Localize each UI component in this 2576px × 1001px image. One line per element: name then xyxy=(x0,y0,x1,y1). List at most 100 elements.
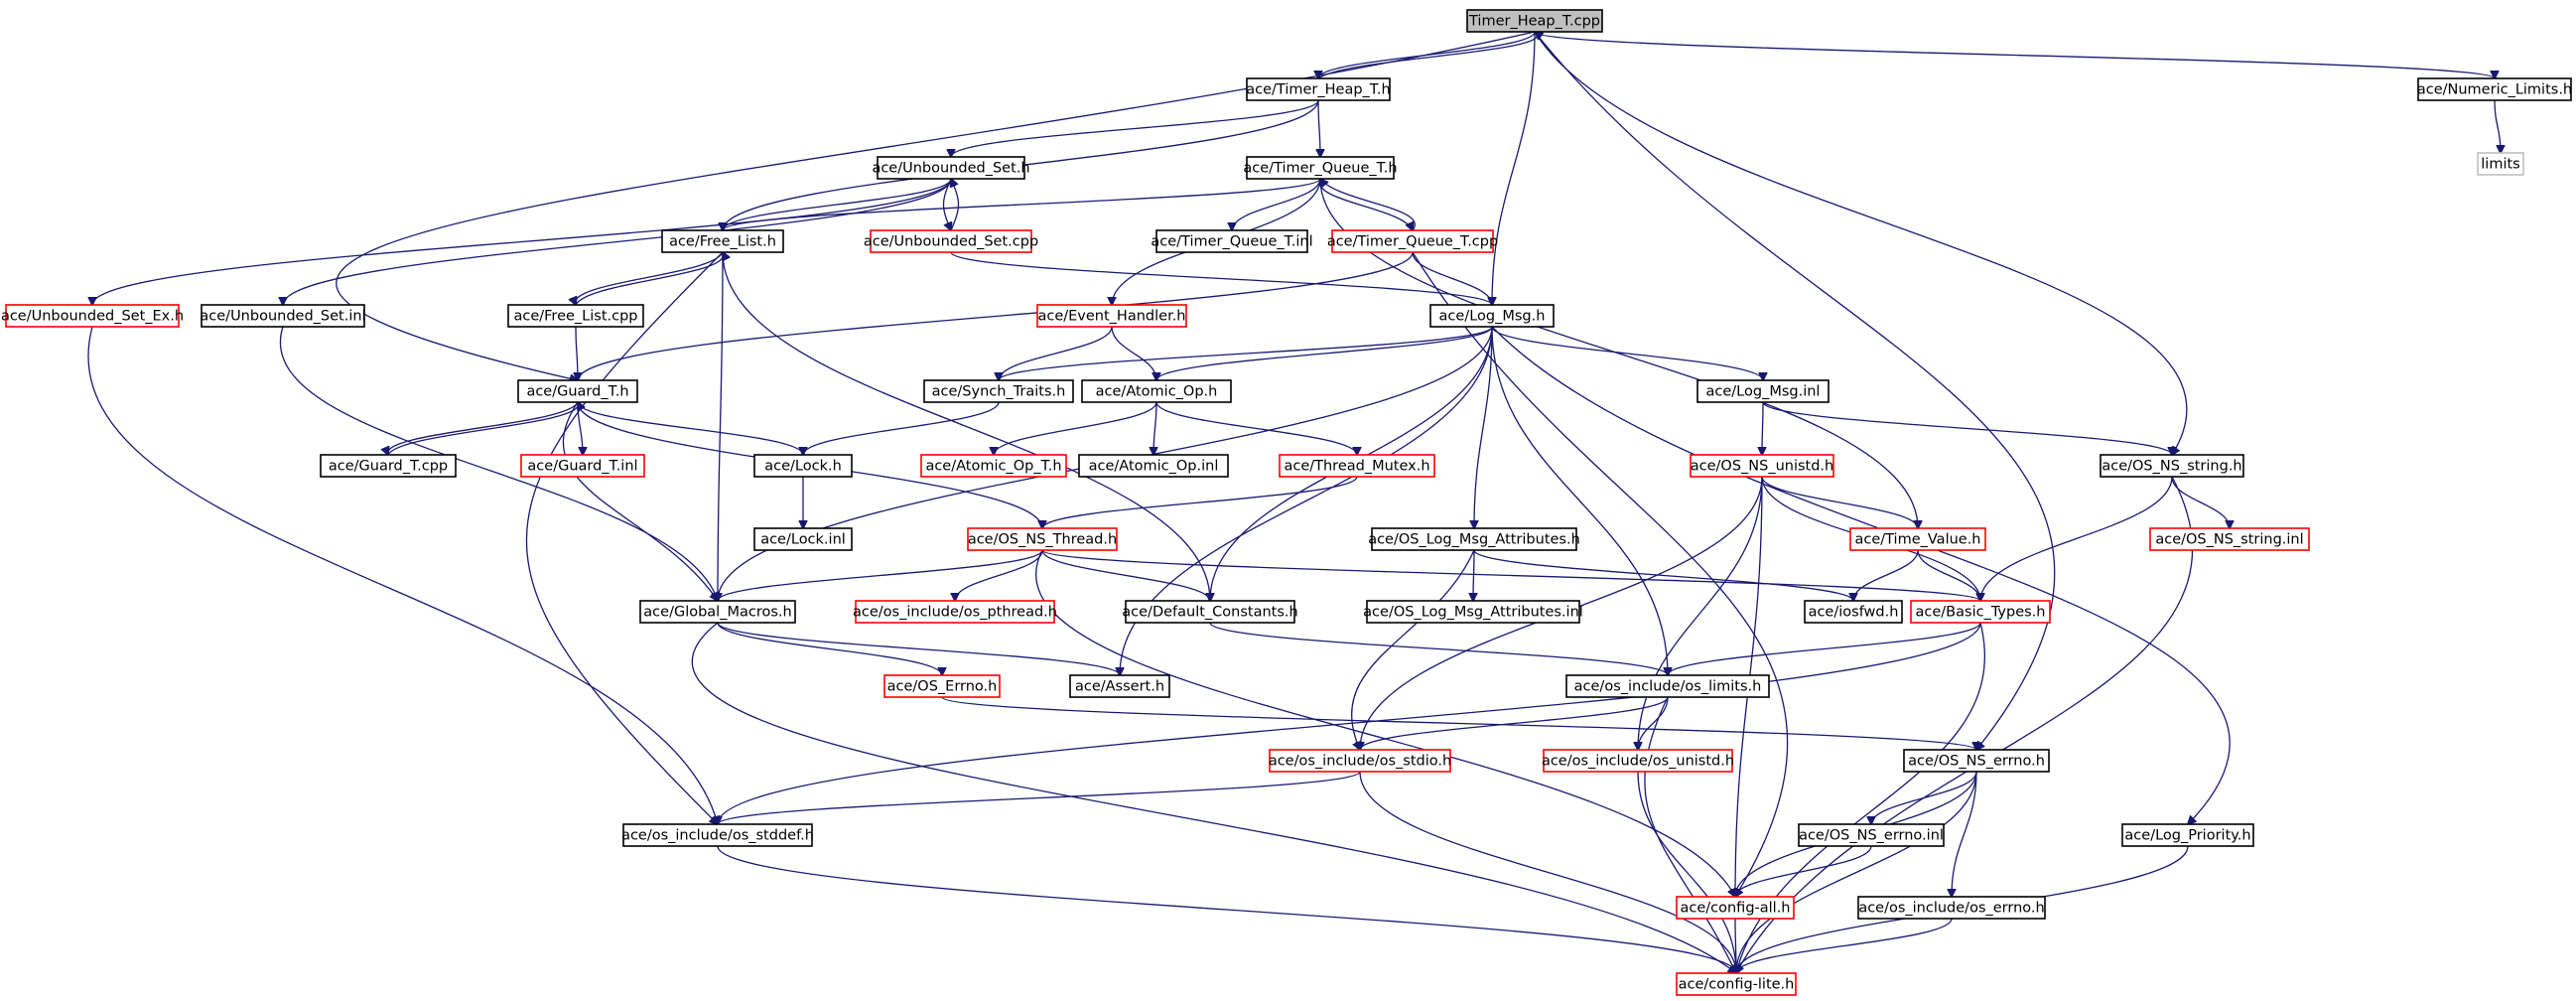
file-node-heapTh[interactable]: ace/Timer_Heap_T.h xyxy=(1246,77,1391,101)
node-label: ace/Free_List.cpp xyxy=(513,309,637,325)
edge-defconst-to-oslimits xyxy=(1209,622,1668,675)
file-node-oserrnoh[interactable]: ace/os_include/os_errno.h xyxy=(1857,896,2046,920)
file-node-osnsthread[interactable]: ace/OS_NS_Thread.h xyxy=(967,527,1118,551)
node-label: ace/OS_Log_Msg_Attributes.h xyxy=(1368,532,1580,548)
node-label: ace/os_include/os_errno.h xyxy=(1858,901,2044,917)
file-node-configlite[interactable]: ace/config-lite.h xyxy=(1676,972,1797,996)
node-box xyxy=(1331,229,1494,253)
file-node-threadmutex[interactable]: ace/Thread_Mutex.h xyxy=(1279,454,1435,478)
edge-freelist-to-defconst xyxy=(722,251,1210,601)
file-node-guardth[interactable]: ace/Guard_T.h xyxy=(517,379,638,403)
file-node-unbsetinl[interactable]: ace/Unbounded_Set.inl xyxy=(200,304,366,328)
file-node-defconst[interactable]: ace/Default_Constants.h xyxy=(1122,600,1298,624)
file-node-unbsetcpp[interactable]: ace/Unbounded_Set.cpp xyxy=(864,229,1038,253)
node-box xyxy=(923,379,1074,403)
node-label: ace/os_include/os_unistd.h xyxy=(1542,754,1734,770)
file-node-assert[interactable]: ace/Assert.h xyxy=(1069,674,1170,698)
edge-unbsetcpp-to-logmsg xyxy=(950,251,1492,305)
file-node-basictypes[interactable]: ace/Basic_Types.h xyxy=(1910,600,2051,624)
node-label: ace/OS_NS_errno.inl xyxy=(1799,828,1944,844)
node-box xyxy=(2477,152,2524,176)
file-node-limits[interactable]: limits xyxy=(2477,152,2524,176)
file-node-osunistd[interactable]: ace/os_include/os_unistd.h xyxy=(1542,749,1734,773)
node-box xyxy=(855,600,1055,624)
file-node-freelist[interactable]: ace/Free_List.h xyxy=(661,229,784,253)
node-label: ace/Unbounded_Set.h xyxy=(872,161,1029,177)
file-node-numlim[interactable]: ace/Numeric_Limits.h xyxy=(2417,77,2572,101)
edge-basictypes-to-osstddef xyxy=(718,622,1981,824)
edge-osnsunistd-to-timevalue xyxy=(1761,476,1918,528)
node-box xyxy=(1696,379,1830,403)
edge-unbset-to-unbsetinl xyxy=(283,178,952,305)
file-node-atomic[interactable]: ace/Atomic_Op.h xyxy=(1081,379,1232,403)
file-node-osnserrno[interactable]: ace/OS_NS_errno.h xyxy=(1903,749,2050,773)
node-label: ace/OS_NS_unistd.h xyxy=(1691,459,1833,475)
node-label: ace/Free_List.h xyxy=(669,234,776,250)
file-node-oslogmsgattr[interactable]: ace/OS_Log_Msg_Attributes.h xyxy=(1368,527,1580,551)
node-label: ace/os_include/os_limits.h xyxy=(1574,679,1762,695)
node-label: ace/Timer_Queue_T.cpp xyxy=(1327,234,1498,250)
file-node-evhandler[interactable]: ace/Event_Handler.h xyxy=(1036,304,1187,328)
dependency-edges xyxy=(88,32,2501,973)
edge-unbsetcpp-to-unbset xyxy=(951,179,960,231)
node-box xyxy=(1246,156,1395,180)
edge-root-to-guardth xyxy=(336,31,1536,380)
node-label: ace/Assert.h xyxy=(1075,679,1164,695)
file-node-lockh[interactable]: ace/Lock.h xyxy=(753,454,853,478)
file-node-unbset[interactable]: ace/Unbounded_Set.h xyxy=(872,156,1030,180)
node-label: ace/os_include/os_stdio.h xyxy=(1269,754,1451,770)
file-node-logmsginl[interactable]: ace/Log_Msg.inl xyxy=(1696,379,1830,403)
file-node-freelistcpp[interactable]: ace/Free_List.cpp xyxy=(507,304,644,328)
edge-freelist-to-osstddef xyxy=(525,251,724,824)
edge-atomic-to-threadmutex xyxy=(1155,401,1357,455)
edge-osnserrno-to-osnserrnoinl xyxy=(1871,771,1977,824)
edge-oslogmsgattr-to-osstdio xyxy=(1351,549,1475,750)
node-box xyxy=(883,674,1001,698)
file-node-osnsstringinl[interactable]: ace/OS_NS_string.inl xyxy=(2149,527,2310,551)
node-box xyxy=(2149,527,2310,551)
file-node-oserrno[interactable]: ace/OS_Errno.h xyxy=(883,674,1001,698)
file-node-atomicT[interactable]: ace/Atomic_Op_T.h xyxy=(920,454,1067,478)
edge-osnsthread-to-globalmacros xyxy=(718,549,1043,601)
file-node-tqtcpp[interactable]: ace/Timer_Queue_T.cpp xyxy=(1327,229,1498,253)
file-node-oslimits[interactable]: ace/os_include/os_limits.h xyxy=(1565,674,1770,698)
file-node-tqtinl[interactable]: ace/Timer_Queue_T.inl xyxy=(1151,229,1313,253)
file-node-logmsg[interactable]: ace/Log_Msg.h xyxy=(1429,304,1555,328)
file-node-globalmacros[interactable]: ace/Global_Macros.h xyxy=(639,600,796,624)
file-node-lockinl[interactable]: ace/Lock.inl xyxy=(753,527,853,551)
node-label: ace/Unbounded_Set_Ex.h xyxy=(1,309,184,325)
node-label: ace/OS_NS_errno.h xyxy=(1908,754,2045,770)
file-node-osstdio[interactable]: ace/os_include/os_stdio.h xyxy=(1269,749,1451,773)
node-label: ace/OS_Errno.h xyxy=(887,679,998,695)
file-node-oslogmsgattrinl[interactable]: ace/OS_Log_Msg_Attributes.inl xyxy=(1363,600,1583,624)
file-node-guardtinl[interactable]: ace/Guard_T.inl xyxy=(520,454,645,478)
node-label: ace/Default_Constants.h xyxy=(1122,605,1297,621)
node-box xyxy=(2121,823,2254,847)
edge-osstddef-to-configlite xyxy=(717,845,1736,973)
edge-globalmacros-to-assert xyxy=(717,622,1120,675)
edge-globalmacros-to-oserrno xyxy=(717,622,942,675)
file-node-unbsetex[interactable]: ace/Unbounded_Set_Ex.h xyxy=(1,304,184,328)
file-node-synch[interactable]: ace/Synch_Traits.h xyxy=(923,379,1074,403)
file-node-configall[interactable]: ace/config-all.h xyxy=(1676,896,1795,920)
file-node-tqth[interactable]: ace/Timer_Queue_T.h xyxy=(1243,156,1398,180)
file-node-logpriority[interactable]: ace/Log_Priority.h xyxy=(2121,823,2254,847)
edge-guardth-to-lockh xyxy=(577,401,803,455)
node-label: ace/Atomic_Op.h xyxy=(1096,384,1218,400)
file-node-ospthread[interactable]: ace/os_include/os_pthread.h xyxy=(853,600,1057,624)
edge-tqtcpp-to-configall xyxy=(1412,251,1789,897)
file-node-root[interactable]: Timer_Heap_T.cpp xyxy=(1466,9,1603,33)
edge-unbset-to-freelist xyxy=(723,178,952,230)
file-node-atomicinl[interactable]: ace/Atomic_Op.inl xyxy=(1078,454,1229,478)
file-node-iosfwd[interactable]: ace/iosfwd.h xyxy=(1804,600,1903,624)
file-node-timevalue[interactable]: ace/Time_Value.h xyxy=(1849,527,1986,551)
file-node-osnserrnoinl[interactable]: ace/OS_NS_errno.inl xyxy=(1798,823,1945,847)
file-node-guardtcpp[interactable]: ace/Guard_T.cpp xyxy=(320,454,457,478)
file-node-osstddef[interactable]: ace/os_include/os_stddef.h xyxy=(621,823,814,847)
edge-logmsg-to-oslogmsgattr xyxy=(1474,326,1493,528)
file-node-osnsunistd[interactable]: ace/OS_NS_unistd.h xyxy=(1690,454,1834,478)
node-box xyxy=(1366,600,1580,624)
node-box xyxy=(1804,600,1903,624)
file-node-osnsstring[interactable]: ace/OS_NS_string.h xyxy=(2100,454,2244,478)
edge-osnsstring-to-basictypes xyxy=(1980,476,2173,601)
